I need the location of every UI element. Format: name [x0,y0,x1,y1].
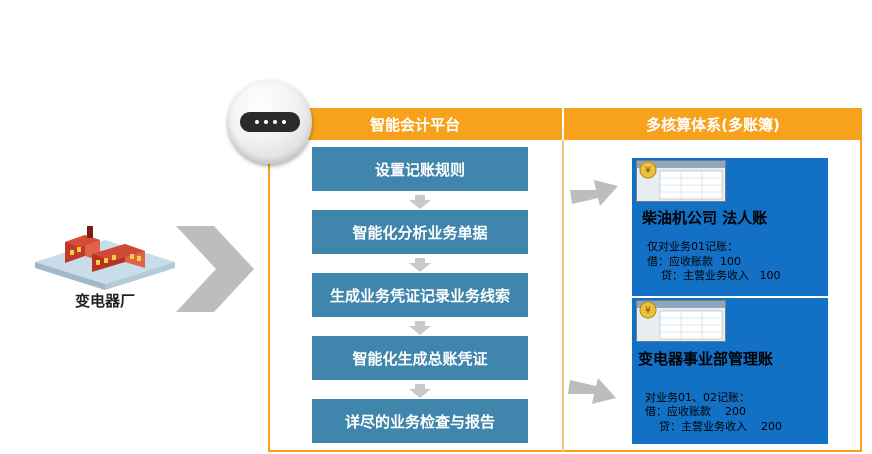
ledger-note: 对业务01、02记账： [645,391,750,404]
step-analyze-documents: 智能化分析业务单据 [312,210,528,254]
ledger-credit: 贷：主营业务收入 100 [647,269,781,282]
ledger-note: 仅对业务01记账： [647,240,738,253]
ledger-title: 柴油机公司 法人账 [642,209,768,227]
ledger-credit: 贷：主营业务收入 200 [645,420,782,433]
ledger-debit: 借：应收账款 100 [647,255,741,268]
svg-text:¥: ¥ [645,306,651,316]
arrow-down-icon [409,258,431,272]
factory-node: 变电器厂 [30,222,180,314]
chevron-right-icon [176,226,254,312]
platform-header: 智能会计平台 [268,108,562,140]
ledger-window-icon: ¥ [636,300,726,342]
arrow-down-icon [409,195,431,209]
factory-icon [35,226,175,290]
ledger-debit: 借：应收账款 200 [645,405,746,418]
header-divider [562,108,564,140]
arrow-down-icon [409,384,431,398]
step-check-report: 详尽的业务检查与报告 [312,399,528,443]
dots-icon [240,112,300,132]
ledger-window-icon: ¥ [636,160,726,202]
step-generate-vouchers: 生成业务凭证记录业务线索 [312,273,528,317]
factory-label: 变电器厂 [74,292,135,310]
column-divider [562,108,564,452]
ledger-title: 变电器事业部管理账 [638,350,774,368]
step-setup-rules: 设置记账规则 [312,147,528,191]
svg-text:¥: ¥ [645,166,651,176]
ledgers-header: 多核算体系(多账簿) [564,108,862,140]
step-general-ledger: 智能化生成总账凭证 [312,336,528,380]
arrow-up-right-icon [570,180,618,206]
arrow-down-icon [409,321,431,335]
arrow-down-right-icon [568,378,616,404]
